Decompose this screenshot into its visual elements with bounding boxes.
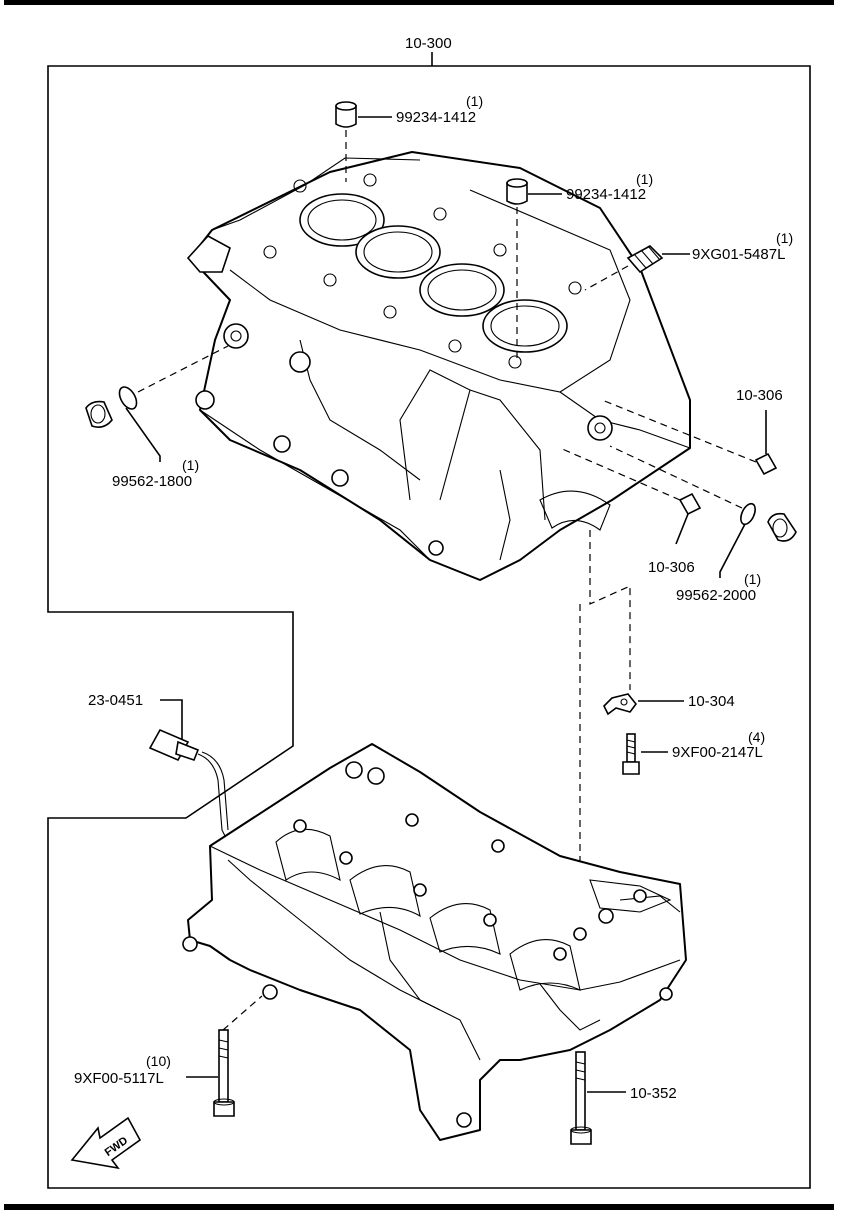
callout-plug-upper-right-qty: (1) (636, 171, 653, 187)
callout-plug-upper-right: 99234-1412 (566, 186, 646, 203)
bolt-long-right (570, 1051, 626, 1145)
plug-upper-right (506, 178, 562, 358)
callout-bolt-long-left-qty: (10) (146, 1053, 171, 1069)
cylinder-block-upper (186, 151, 691, 581)
callout-oring-right: 99562-2000 (676, 587, 756, 604)
plug-upper-left (335, 101, 392, 182)
callout-dowel-lower: 10-306 (648, 559, 695, 576)
lower-block-bedplate (182, 743, 687, 1141)
callout-dowel-upper: 10-306 (736, 387, 783, 404)
callout-oring-left: 99562-1800 (112, 473, 192, 490)
fwd-arrow-icon: FWD (70, 1116, 142, 1170)
callout-bolt-small: 9XF00-2147L (672, 744, 763, 761)
callout-bolt-long-right: 10-352 (630, 1085, 677, 1102)
callout-assembly: 10-300 (405, 35, 452, 52)
callout-stud-qty: (1) (776, 230, 793, 246)
bracket-part (603, 693, 684, 716)
callout-plug-upper-left-qty: (1) (466, 93, 483, 109)
callout-sensor: 23-0451 (88, 692, 143, 709)
bottom-rule (4, 1204, 834, 1210)
dowel-right-lower (559, 447, 702, 545)
svg-text:FWD: FWD (103, 1135, 130, 1159)
callout-bracket: 10-304 (688, 693, 735, 710)
assembly-boundary (47, 65, 811, 1189)
bolt-small (622, 733, 668, 775)
stud-top-right (584, 245, 690, 291)
top-rule (4, 0, 834, 5)
dowel-right-upper (601, 399, 778, 476)
callout-bolt-long-left: 9XF00-5117L (74, 1070, 164, 1087)
callout-stud: 9XG01-5487L (692, 246, 785, 263)
plug-left-with-oring (85, 345, 229, 462)
callout-bolt-small-qty: (4) (748, 729, 765, 745)
plug-right-with-oring (609, 445, 797, 578)
callout-oring-right-qty: (1) (744, 571, 761, 587)
sensor-part (148, 699, 229, 843)
callout-plug-upper-left: 99234-1412 (396, 109, 476, 126)
callout-oring-left-qty: (1) (182, 457, 199, 473)
bolt-long-left (186, 995, 263, 1117)
alignment-line (579, 530, 631, 930)
